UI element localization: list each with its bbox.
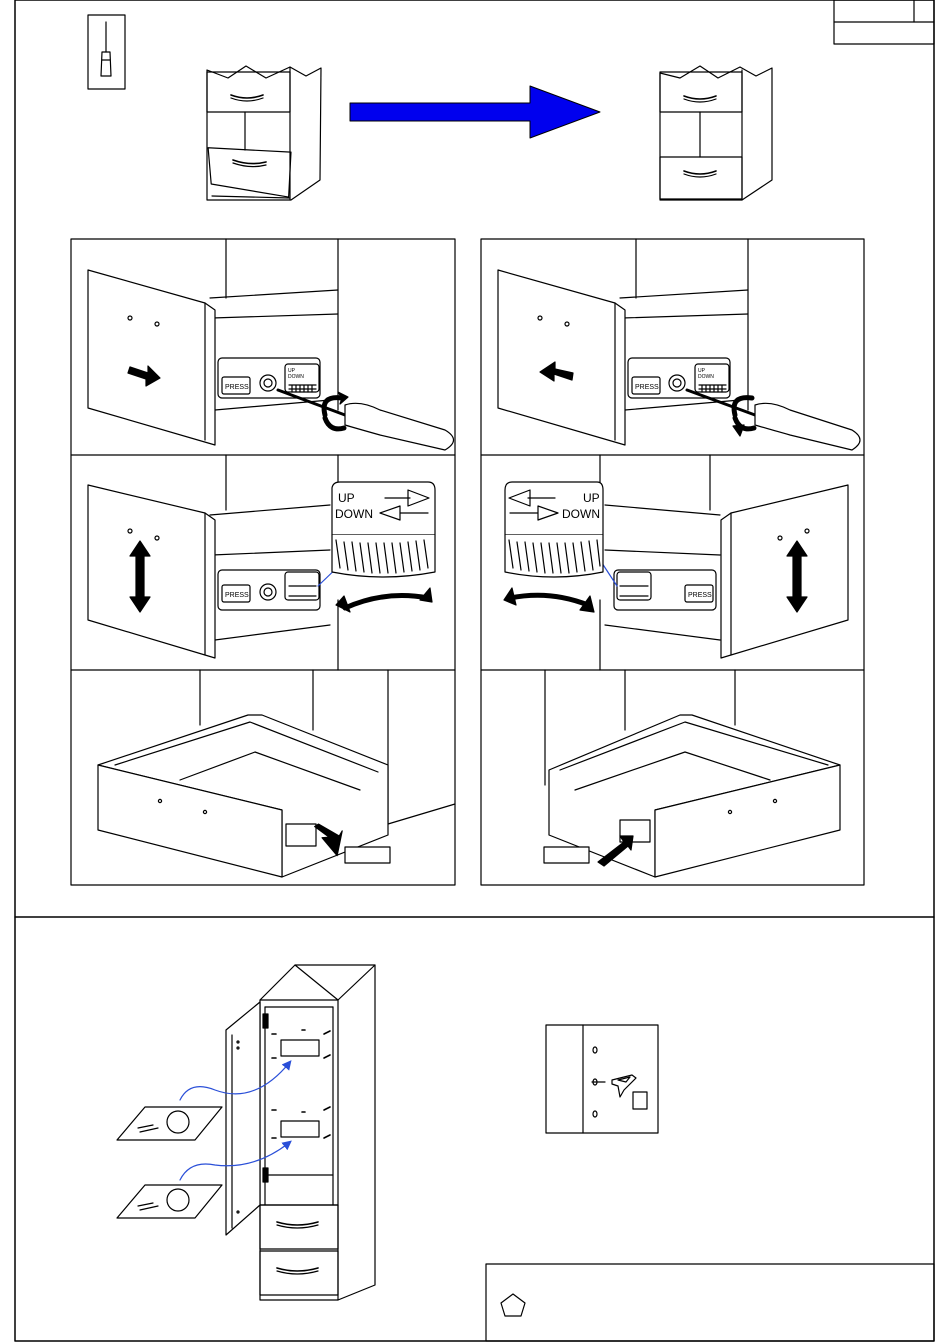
glass-shelf-lower [117,1185,222,1218]
shelf-support-detail [546,1025,658,1133]
screwdriver-icon [88,15,125,89]
step-horizontal-left: PRESS UP DOWN [498,239,860,450]
pentagon-icon [501,1294,525,1316]
svg-text:DOWN: DOWN [562,507,600,521]
press-label: PRESS [225,384,249,391]
step-drawer-release-right [544,670,840,877]
glass-shelf-upper [117,1107,222,1140]
svg-text:PRESS: PRESS [688,592,712,599]
hint-panel [486,1264,934,1341]
cabinet-after [660,66,772,200]
cabinet-before [206,66,321,200]
svg-text:PRESS: PRESS [635,384,659,391]
svg-text:DOWN: DOWN [698,374,714,380]
svg-text:PRESS: PRESS [225,592,249,599]
svg-text:UP: UP [583,491,600,505]
svg-text:DOWN: DOWN [288,374,304,380]
direction-arrow [350,86,600,138]
step-vertical-left: PRESS UP DOWN [88,455,435,670]
step-horizontal-right: PRESS UP DOWN [88,239,454,450]
step-vertical-right: PRESS UP DOWN [504,455,848,670]
step-drawer-release-left [98,670,455,877]
title-box [834,0,934,44]
up-label: UP [338,491,355,505]
down-label: DOWN [335,507,373,521]
tall-cabinet [226,965,375,1300]
